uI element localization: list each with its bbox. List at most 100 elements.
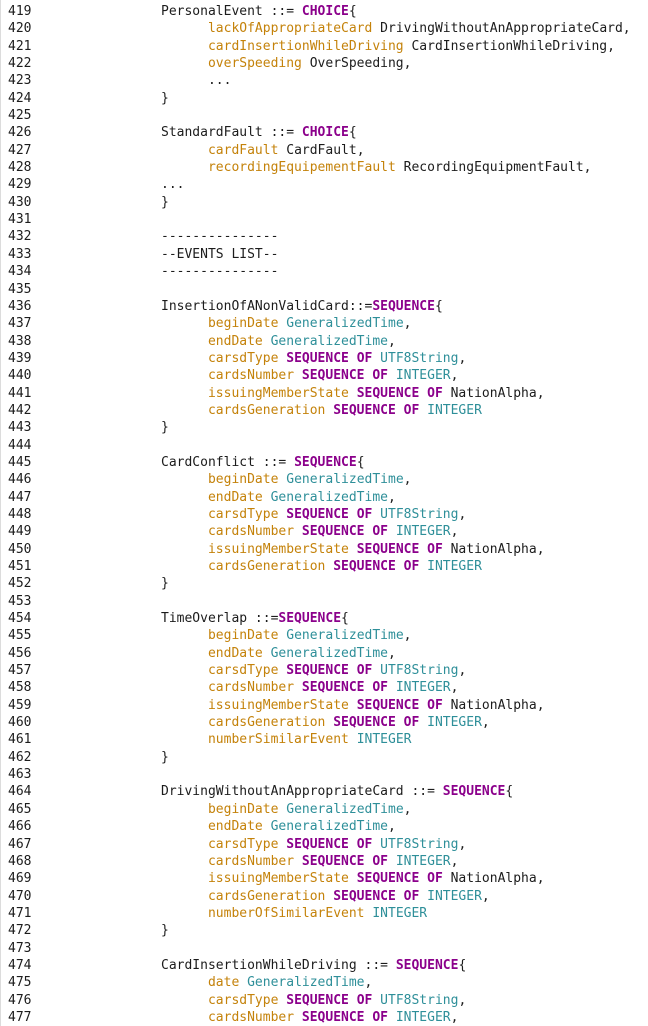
- code-line: 420 lackOfAppropriateCard DrivingWithout…: [1, 20, 648, 37]
- type-token: INTEGER: [395, 368, 451, 384]
- code-line: 435: [1, 281, 648, 298]
- type-token: GeneralizedTime: [270, 489, 388, 505]
- line-number: 469: [8, 871, 32, 887]
- line-number: 440: [8, 368, 32, 384]
- code-token: [294, 368, 302, 383]
- code-token: [161, 837, 208, 852]
- keyword-token: SEQUENCE OF: [333, 402, 420, 418]
- line-number: 452: [8, 576, 32, 592]
- code-line: 443}: [1, 419, 648, 436]
- code-token: [161, 524, 208, 539]
- code-text: overSpeeding OverSpeeding,: [53, 55, 412, 72]
- code-text: cardsNumber SEQUENCE OF INTEGER,: [53, 1009, 458, 1026]
- line-number: 432: [8, 229, 32, 245]
- code-line: 448 carsdType SEQUENCE OF UTF8String,: [1, 506, 648, 523]
- code-line: 468 cardsNumber SEQUENCE OF INTEGER,: [1, 853, 648, 870]
- code-text: cardsNumber SEQUENCE OF INTEGER,: [53, 367, 458, 384]
- code-token: ,: [403, 472, 412, 488]
- line-number: 451: [8, 559, 32, 574]
- code-line: 453: [1, 593, 648, 610]
- code-token: [349, 871, 357, 886]
- type-token: UTF8String: [380, 506, 459, 522]
- code-token: ,: [403, 801, 412, 817]
- code-token: [161, 906, 208, 921]
- code-line: 429...: [1, 176, 648, 193]
- code-token: [372, 663, 380, 678]
- code-token: ,: [458, 350, 467, 366]
- type-token: GeneralizedTime: [270, 645, 388, 661]
- code-text: [53, 281, 161, 298]
- code-token: --EVENTS LIST--: [161, 246, 279, 262]
- keyword-token: SEQUENCE OF: [286, 663, 373, 679]
- code-token: [161, 680, 208, 695]
- code-text: [53, 107, 161, 124]
- code-line: 437 beginDate GeneralizedTime,: [1, 315, 648, 332]
- code-token: {: [356, 454, 365, 470]
- line-number: 422: [8, 56, 32, 72]
- line-number: 435: [8, 281, 32, 297]
- line-number: 459: [8, 697, 32, 713]
- code-token: [419, 889, 427, 904]
- code-line: 430}: [1, 194, 648, 211]
- code-line: 475 date GeneralizedTime,: [1, 974, 648, 991]
- code-line: 432---------------: [1, 228, 648, 245]
- line-number: 442: [8, 402, 32, 418]
- field-token: cardsNumber: [207, 524, 295, 540]
- code-text: carsdType SEQUENCE OF UTF8String,: [53, 992, 466, 1009]
- line-number: 449: [8, 524, 32, 540]
- code-line: 469 issuingMemberState SEQUENCE OF Natio…: [1, 870, 648, 887]
- keyword-token: CHOICE: [301, 125, 349, 141]
- code-line: 465 beginDate GeneralizedTime,: [1, 801, 648, 818]
- code-token: [388, 680, 396, 695]
- code-token: ,: [388, 645, 396, 661]
- code-line: 477 cardsNumber SEQUENCE OF INTEGER,: [1, 1009, 648, 1026]
- code-token: NationAlpha,: [442, 871, 545, 887]
- field-token: cardInsertionWhileDriving: [207, 38, 404, 54]
- code-line: 440 cardsNumber SEQUENCE OF INTEGER,: [1, 367, 648, 384]
- code-token: [161, 490, 208, 505]
- keyword-token: SEQUENCE OF: [286, 836, 373, 852]
- code-line: 433--EVENTS LIST--: [1, 246, 648, 263]
- keyword-token: SEQUENCE: [294, 454, 357, 470]
- code-text: TimeOverlap ::=SEQUENCE{: [53, 610, 349, 627]
- code-line: 466 endDate GeneralizedTime,: [1, 818, 648, 835]
- type-token: UTF8String: [380, 836, 459, 852]
- type-token: INTEGER: [395, 1009, 451, 1025]
- code-line: 457 carsdType SEQUENCE OF UTF8String,: [1, 662, 648, 679]
- line-number: 466: [8, 819, 32, 835]
- code-text: }: [53, 749, 169, 766]
- line-number: 437: [8, 316, 32, 332]
- line-number: 424: [8, 90, 32, 106]
- code-token: [161, 559, 208, 574]
- code-token: [419, 403, 427, 418]
- line-number: 473: [8, 940, 32, 956]
- line-number: 456: [8, 645, 32, 661]
- keyword-token: SEQUENCE OF: [286, 350, 373, 366]
- code-line: 470 cardsGeneration SEQUENCE OF INTEGER,: [1, 888, 648, 905]
- code-token: [239, 975, 247, 990]
- code-text: endDate GeneralizedTime,: [53, 333, 396, 350]
- code-text: }: [53, 90, 169, 107]
- line-number: 460: [8, 715, 32, 731]
- line-number: 448: [8, 506, 32, 522]
- code-text: [53, 211, 161, 228]
- code-text: beginDate GeneralizedTime,: [53, 471, 412, 488]
- type-token: INTEGER: [427, 888, 482, 904]
- code-line: 452}: [1, 575, 648, 592]
- field-token: cardsGeneration: [207, 559, 326, 574]
- line-number: 467: [8, 836, 32, 852]
- code-line: 434---------------: [1, 263, 648, 280]
- field-token: date: [207, 975, 240, 991]
- code-token: [161, 403, 208, 418]
- code-token: CardInsertionWhileDriving ::=: [161, 957, 396, 973]
- code-token: [388, 524, 396, 539]
- line-number: 436: [8, 298, 32, 314]
- code-token: [263, 646, 271, 661]
- code-token: ,: [450, 680, 459, 696]
- code-token: [349, 732, 357, 747]
- code-line: 427 cardFault CardFault,: [1, 142, 648, 159]
- field-token: endDate: [207, 819, 263, 835]
- code-token: [161, 368, 208, 383]
